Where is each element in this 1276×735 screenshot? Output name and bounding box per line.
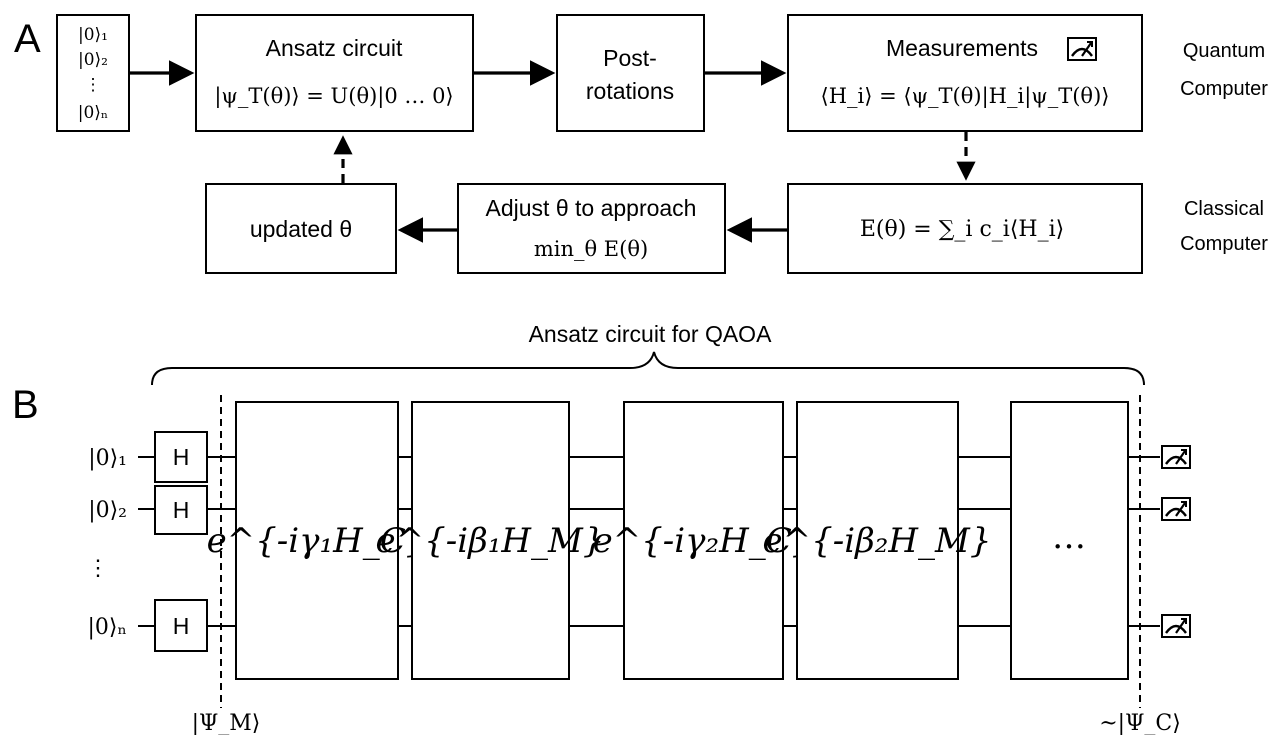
input-state-ellipsis: ⋮ (85, 75, 102, 95)
qubit-label-ellipsis: ⋮ (87, 556, 109, 581)
brace-title: Ansatz circuit for QAOA (529, 321, 773, 347)
hadamard-gates: H H H (154, 431, 208, 652)
meter-icon-qubit-n (1160, 613, 1192, 639)
adjust-line1: Adjust θ to approach (486, 195, 697, 221)
gate-cost-1-label: e^{-iγ₁H_C} (207, 521, 428, 561)
psi-m-label: |Ψ_M⟩ (192, 711, 261, 735)
classical-label-line1: Classical (1184, 198, 1264, 220)
quantum-label-line1: Quantum (1183, 40, 1265, 62)
evolution-gates: e^{-iγ₁H_C} e^{-iβ₁H_M} e^{-iγ₂H_C} e^{-… (207, 401, 1129, 680)
meter-icon-qubit-1 (1160, 444, 1192, 470)
panel-a-letter: A (14, 17, 41, 61)
ansatz-title: Ansatz circuit (266, 35, 403, 61)
gate-ellipsis-label: … (1052, 517, 1086, 557)
input-states: |0⟩₁ |0⟩₂ ⋮ |0⟩ₙ (78, 25, 109, 123)
qubit-label-n: |0⟩ₙ (87, 615, 127, 640)
measurements-formula: ⟨H_i⟩ = ⟨ψ_T(θ)|H_i|ψ_T(θ)⟩ (821, 84, 1110, 109)
adjust-line2: min_θ E(θ) (534, 237, 648, 261)
quantum-label-line2: Computer (1180, 78, 1268, 100)
gate-cost-2 (623, 401, 784, 680)
updated-label: updated θ (250, 216, 352, 242)
energy-formula: E(θ) = ∑_i c_i⟨H_i⟩ (860, 217, 1064, 242)
measurements-meter-icon (1066, 36, 1098, 62)
psi-c-label: ~|Ψ_C⟩ (1099, 711, 1181, 735)
panel-b-letter: B (12, 383, 39, 427)
gate-cost-2-label: e^{-iγ₂H_C} (593, 521, 814, 561)
hadamard-gate-2 (154, 485, 208, 535)
gate-cost-1 (235, 401, 399, 680)
gate-mixer-2 (796, 401, 959, 680)
adjust-theta-box (457, 183, 726, 274)
updated-theta-box (205, 183, 397, 274)
input-state-1: |0⟩₁ (78, 25, 108, 45)
measurements-box (787, 14, 1143, 132)
classical-label-line2: Computer (1180, 233, 1268, 255)
measurements-title: Measurements (886, 35, 1038, 61)
input-states-box (56, 14, 130, 132)
post-rotations-box (556, 14, 705, 132)
meter-icon-qubit-2 (1160, 496, 1192, 522)
post-rotations-line2: rotations (586, 78, 674, 104)
gate-mixer-1 (411, 401, 570, 680)
ansatz-brace (151, 351, 1145, 386)
gate-ellipsis (1010, 401, 1129, 680)
qubit-label-2: |0⟩₂ (88, 498, 127, 523)
input-state-n: |0⟩ₙ (78, 103, 109, 123)
post-rotations-line1: Post- (603, 45, 657, 71)
gate-mixer-1-label: e^{-iβ₁H_M} (376, 521, 605, 561)
gate-mixer-2-label: e^{-iβ₂H_M} (763, 521, 992, 561)
hadamard-gate-1 (154, 431, 208, 483)
ansatz-circuit-box (195, 14, 474, 132)
ansatz-formula: |ψ_T(θ)⟩ = U(θ)|0 … 0⟩ (214, 84, 453, 109)
hadamard-gate-n (154, 599, 208, 652)
qubit-label-1: |0⟩₁ (88, 446, 127, 471)
hadamard-label-2: H (173, 497, 190, 523)
hadamard-label-n: H (173, 613, 190, 639)
input-state-2: |0⟩₂ (78, 50, 108, 70)
energy-box (787, 183, 1143, 274)
hadamard-label-1: H (173, 444, 190, 470)
